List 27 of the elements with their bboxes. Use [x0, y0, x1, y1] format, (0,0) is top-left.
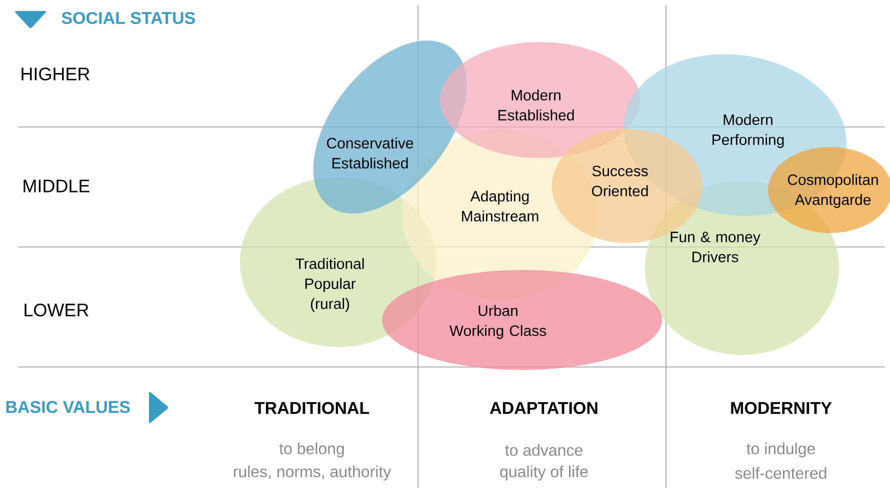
milieu-label: Cosmopolitan Avantgarde [788, 174, 878, 208]
milieu-label: Traditional Popular (rural) [296, 258, 364, 312]
column-description: rules, norms, authority [234, 466, 392, 480]
column-description: quality of life [500, 466, 588, 480]
column-heading: MODERNITY [731, 402, 832, 414]
milieu-blob [552, 129, 702, 243]
column-description: to indulge [746, 442, 815, 458]
column-description: self-centered [735, 467, 826, 479]
milieu-blob [768, 147, 890, 233]
milieu-blob [440, 42, 640, 158]
row-label: MIDDLE [24, 180, 90, 192]
milieu-label: Modern Established [498, 90, 574, 120]
axis-title: BASIC VALUES [6, 400, 130, 414]
column-heading: ADAPTATION [490, 402, 598, 414]
milieu-label: Modern Performing [712, 114, 784, 148]
row-label: HIGHER [22, 68, 90, 80]
row-label: LOWER [24, 304, 88, 316]
milieu-label: Conservative Established [327, 138, 414, 168]
axis-title: SOCIAL STATUS [62, 12, 195, 24]
column-heading: TRADITIONAL [254, 402, 370, 414]
milieu-label: Fun & money Drivers [670, 232, 760, 262]
column-description: to advance [505, 444, 582, 456]
milieu-label: Adapting Mainstream [462, 190, 538, 222]
milieu-label: Urban Working Class [449, 305, 546, 339]
column-description: to belong [279, 442, 344, 458]
milieu-label: Success Oriented [592, 166, 648, 196]
milieu-blob [382, 270, 662, 370]
